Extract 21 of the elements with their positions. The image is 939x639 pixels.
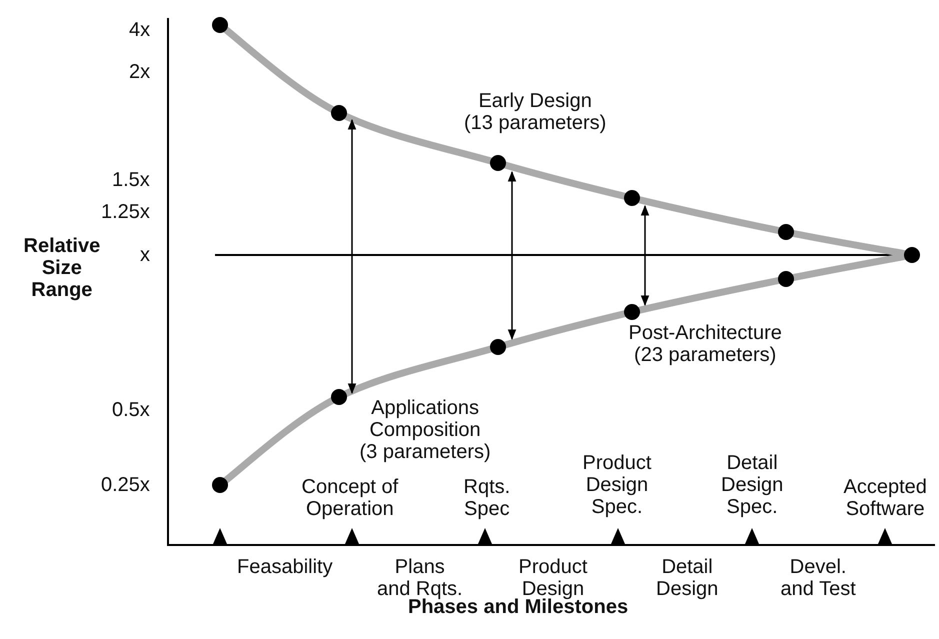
curve-label: Post-Architecture (23 parameters) (628, 322, 782, 366)
milestone-label: Product Design Spec. (582, 452, 652, 518)
tick-label: 0.5x (112, 399, 150, 421)
milestone-label: Accepted Software (844, 476, 927, 520)
tick-label: 1.5x (112, 169, 150, 191)
axis-title: Relative Size Range (24, 235, 100, 301)
milestone-label: Concept of Operation (302, 476, 398, 520)
milestone-label: Detail Design Spec. (721, 452, 784, 518)
tick-label: x (140, 244, 150, 266)
milestone-label: Rqts. Spec (464, 476, 510, 520)
curve-label: Early Design (13 parameters) (464, 90, 606, 134)
tick-label: 0.25x (101, 474, 150, 496)
phase-label: Feasability (237, 556, 333, 578)
tick-label: 2x (129, 61, 150, 83)
phase-label: Plans and Rqts. (377, 556, 463, 600)
phase-label: Detail Design (656, 556, 718, 600)
tick-label: 4x (129, 19, 150, 41)
curve-label: Applications Composition (3 parameters) (360, 397, 491, 463)
phase-label: Product Design (518, 556, 588, 600)
tick-label: 1.25x (101, 201, 150, 223)
phase-label: Devel. and Test (780, 556, 856, 600)
